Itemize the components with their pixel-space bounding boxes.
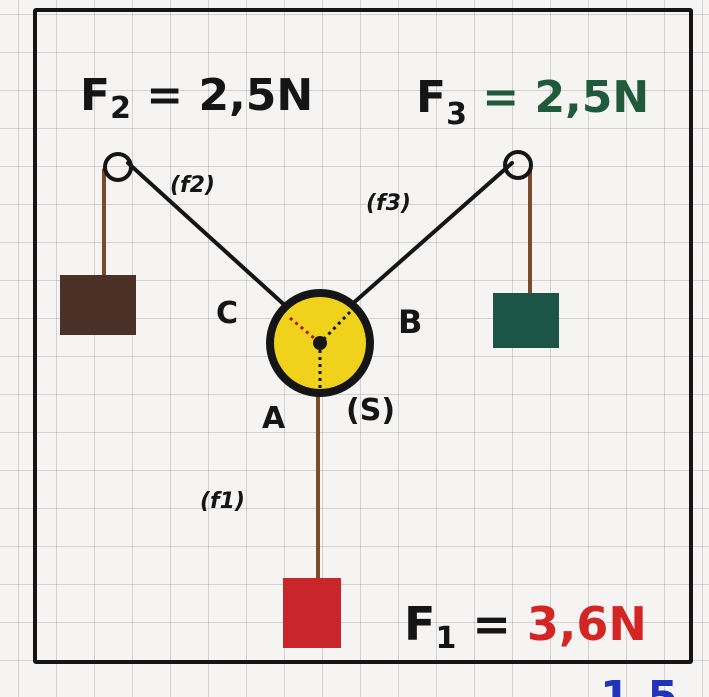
mass-left	[60, 275, 136, 335]
point-b: B	[398, 303, 422, 341]
mass-right	[493, 293, 559, 348]
drawing-frame	[33, 8, 693, 664]
label-f3: F3 = 2,5N	[416, 72, 649, 132]
thread-f2	[126, 161, 292, 312]
ring-center-icon	[313, 336, 327, 350]
pulley-left-icon	[103, 152, 133, 182]
thread-f3	[348, 161, 514, 308]
point-a: A	[262, 401, 286, 436]
thread-label-f2: (f2)	[170, 173, 215, 198]
label-f2: F2 = 2,5N	[80, 70, 313, 126]
pulley-right-icon	[503, 150, 533, 180]
ring-s	[266, 289, 374, 397]
thread-label-f3: (f3)	[366, 191, 411, 216]
point-c: C	[216, 296, 238, 331]
mass-bottom	[283, 578, 341, 648]
corner-mark: 1.5	[600, 672, 678, 697]
label-f1: F1 = 3,6N	[404, 597, 647, 656]
ring-label: (S)	[346, 393, 395, 428]
threads	[102, 161, 532, 582]
thread-label-f1: (f1)	[200, 489, 245, 514]
